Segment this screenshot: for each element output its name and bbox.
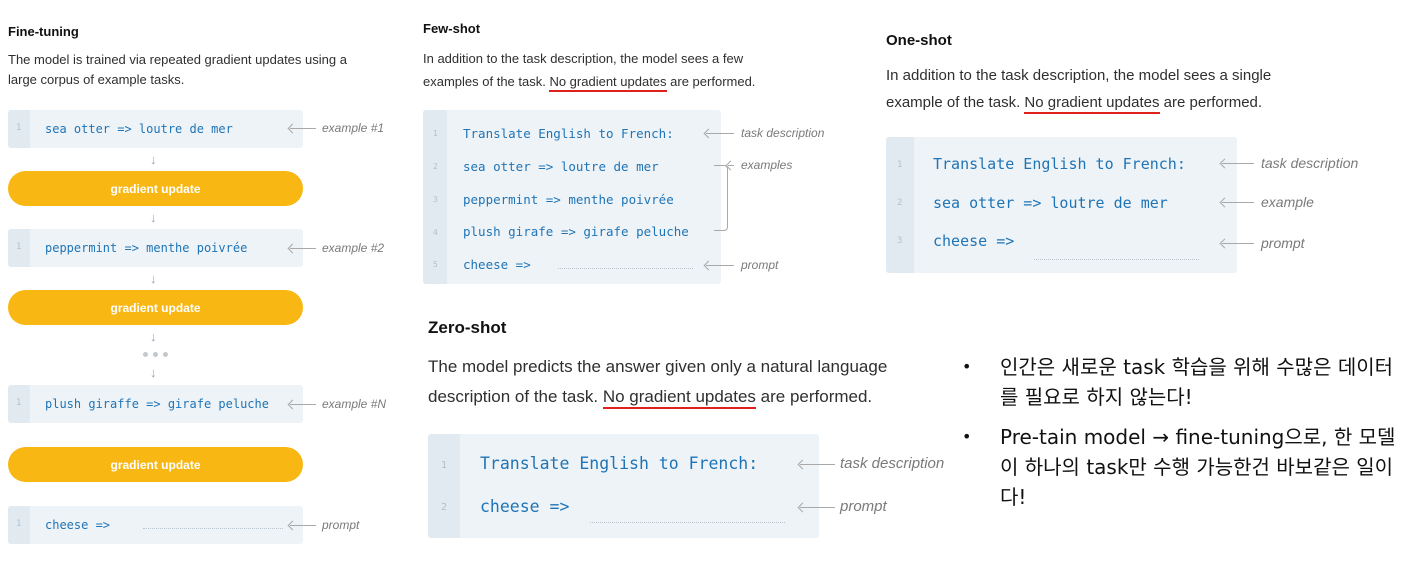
- left-arrow-icon: [1222, 163, 1254, 164]
- code-line: sea otter => loutre de mer: [45, 122, 233, 136]
- label-prompt: prompt: [840, 498, 887, 515]
- fine-tuning-title: Fine-tuning: [8, 24, 79, 39]
- left-arrow-icon: [290, 248, 316, 249]
- label-example-1: example #1: [322, 121, 385, 135]
- bracket-icon: [714, 165, 728, 231]
- label-prompt: prompt: [322, 518, 360, 532]
- code-line: sea otter => loutre de mer: [463, 159, 659, 174]
- note-text: Pre-tain model → fine-tuning으로, 한 모델이 하나…: [1000, 425, 1396, 509]
- fine-tuning-description: The model is trained via repeated gradie…: [8, 52, 347, 88]
- code-line: peppermint => menthe poivrée: [45, 241, 248, 255]
- left-arrow-icon: [706, 265, 734, 266]
- bullet-icon: •: [962, 357, 972, 376]
- left-arrow-icon: [706, 133, 734, 134]
- down-arrow-icon: ↓: [150, 271, 157, 286]
- ellipsis-icon: [143, 352, 168, 357]
- code-line: Translate English to French:: [480, 454, 759, 473]
- one-shot-code-block: 1 2 3 Translate English to French: sea o…: [886, 137, 1237, 273]
- few-shot-description: In addition to the task description, the…: [423, 47, 755, 93]
- code-line: Translate English to French:: [933, 155, 1186, 173]
- label-task-description: task description: [1261, 155, 1359, 171]
- left-arrow-icon: [1222, 202, 1254, 203]
- label-example: example: [1261, 194, 1314, 210]
- left-arrow-icon: [800, 464, 835, 465]
- left-arrow-icon: [800, 507, 835, 508]
- one-shot-title: One-shot: [886, 32, 952, 49]
- gradient-update-badge: gradient update: [8, 171, 303, 206]
- bullet-icon: •: [962, 427, 972, 446]
- left-arrow-icon: [1222, 243, 1254, 244]
- label-example-n: example #N: [322, 397, 387, 411]
- code-line: peppermint => menthe poivrée: [463, 192, 674, 207]
- label-task-description: task description: [741, 126, 825, 140]
- few-shot-title: Few-shot: [423, 21, 481, 36]
- zero-shot-code-block: 1 2 Translate English to French: cheese …: [428, 434, 819, 538]
- down-arrow-icon: ↓: [150, 329, 157, 344]
- code-line: cheese =>: [480, 497, 570, 516]
- list-item: • 인간은 새로운 task 학습을 위해 수많은 데이터를 필요로 하지 않는…: [962, 352, 1402, 412]
- one-shot-description: In addition to the task description, the…: [886, 62, 1271, 116]
- down-arrow-icon: ↓: [150, 365, 157, 380]
- left-arrow-icon: [290, 404, 316, 405]
- zero-shot-description: The model predicts the answer given only…: [428, 352, 887, 412]
- code-line: cheese =>: [933, 232, 1015, 250]
- gradient-update-badge: gradient update: [8, 290, 303, 325]
- label-examples: examples: [741, 158, 793, 172]
- few-shot-code-block: 1 2 3 4 5 Translate English to French: s…: [423, 110, 721, 284]
- code-line: cheese =>: [45, 518, 111, 532]
- list-item: • Pre-tain model → fine-tuning으로, 한 모델이 …: [962, 422, 1402, 512]
- code-line: sea otter => loutre de mer: [933, 194, 1168, 212]
- left-arrow-icon: [290, 128, 316, 129]
- zero-shot-title: Zero-shot: [428, 318, 507, 337]
- code-line: plush girafe => girafe peluche: [463, 224, 689, 239]
- note-text: 인간은 새로운 task 학습을 위해 수많은 데이터를 필요로 하지 않는다!: [1000, 355, 1394, 409]
- label-prompt: prompt: [741, 258, 779, 272]
- code-line: cheese =>: [463, 257, 531, 272]
- code-block-example-n: 1 plush giraffe => girafe peluche: [8, 385, 303, 423]
- code-line: Translate English to French:: [463, 126, 674, 141]
- notes-list: • 인간은 새로운 task 학습을 위해 수많은 데이터를 필요로 하지 않는…: [962, 352, 1402, 522]
- label-prompt: prompt: [1261, 235, 1305, 251]
- gradient-update-badge: gradient update: [8, 447, 303, 482]
- label-task-description: task description: [840, 455, 945, 472]
- code-block-prompt: 1 cheese =>: [8, 506, 303, 544]
- left-arrow-icon: [728, 165, 734, 166]
- left-arrow-icon: [290, 525, 316, 526]
- code-line: plush giraffe => girafe peluche: [45, 397, 269, 411]
- down-arrow-icon: ↓: [150, 210, 157, 225]
- label-example-2: example #2: [322, 241, 385, 255]
- code-block-example-2: 1 peppermint => menthe poivrée: [8, 229, 303, 267]
- down-arrow-icon: ↓: [150, 152, 157, 167]
- code-block-example-1: 1 sea otter => loutre de mer: [8, 110, 303, 148]
